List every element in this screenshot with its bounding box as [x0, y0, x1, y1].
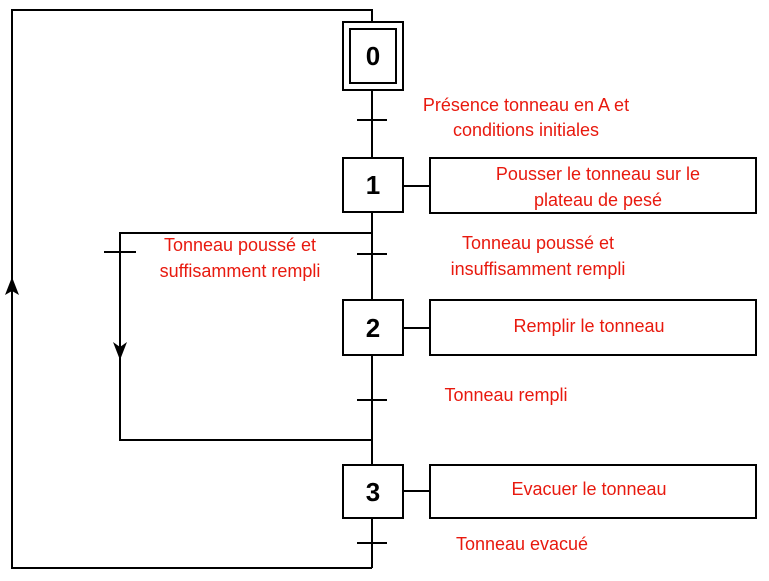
- transition-1-3-line-1: Tonneau poussé et: [164, 235, 316, 255]
- step-0-inner-box: [349, 28, 397, 84]
- transition-1-2-line-2: insuffisamment rempli: [451, 259, 626, 279]
- step-3: 3: [342, 464, 404, 519]
- step-0-number: 0: [366, 41, 380, 71]
- action-3-box: [429, 464, 757, 519]
- skip-branch-line: [119, 232, 372, 441]
- action-1-box: [429, 157, 757, 214]
- step-1: 1: [342, 157, 404, 213]
- transition-0-1-line-1: Présence tonneau en A et: [423, 95, 629, 115]
- transition-0-1-line-2: conditions initiales: [453, 120, 599, 140]
- action-3-line-1: Evacuer le tonneau: [511, 479, 666, 499]
- step-2-number: 2: [366, 313, 380, 343]
- transition-1-3-line-2: suffisamment rempli: [160, 261, 321, 281]
- skip-branch-arrow-icon: [113, 342, 127, 360]
- action-2-box: [429, 299, 757, 356]
- step-2-box: [342, 299, 404, 356]
- action-1-line-1: Pousser le tonneau sur le: [496, 164, 700, 184]
- transition-2-3-line-1: Tonneau rempli: [444, 385, 567, 405]
- step-2: 2: [342, 299, 404, 356]
- return-loop-arrow-icon: [5, 277, 19, 295]
- step-3-number: 3: [366, 477, 380, 507]
- step-3-box: [342, 464, 404, 519]
- action-1-line-2: plateau de pesé: [534, 190, 662, 210]
- transition-3-0-line-1: Tonneau evacué: [456, 534, 588, 554]
- return-loop-line: [11, 9, 373, 569]
- transition-1-2-line-1: Tonneau poussé et: [462, 233, 614, 253]
- action-2-line-1: Remplir le tonneau: [513, 316, 664, 336]
- step-1-number: 1: [366, 170, 380, 200]
- step-0: 0: [342, 21, 404, 91]
- step-1-box: [342, 157, 404, 213]
